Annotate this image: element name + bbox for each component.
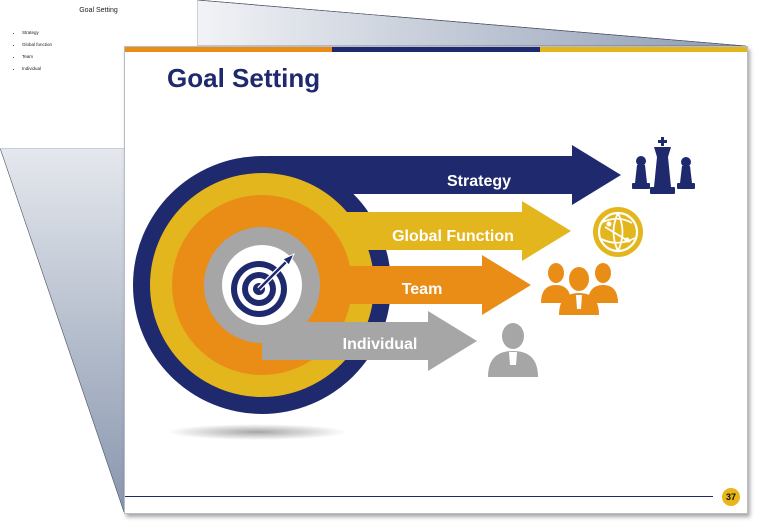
circle-shadow	[167, 424, 347, 440]
arrow-label-individual: Individual	[343, 336, 418, 353]
slide-title: Goal Setting	[167, 63, 321, 93]
chess-pieces-icon	[632, 137, 695, 194]
thumbnail-bullet: Team	[22, 54, 52, 59]
globe-icon	[593, 207, 643, 257]
team-icon	[541, 263, 618, 315]
stripe-navy	[332, 47, 540, 52]
thumbnail-bullet: Strategy	[22, 30, 52, 35]
goal-setting-graphic: Strategy Global Function Team Individual	[133, 137, 695, 440]
page-number-badge: 37	[722, 488, 740, 506]
footer-line	[125, 496, 713, 497]
thumbnail-bullet: Global function	[22, 42, 52, 47]
arrow-strategy	[267, 145, 621, 205]
thumbnail-bullet: Individual	[22, 66, 52, 71]
target-icon	[231, 252, 296, 317]
main-slide: Goal Setting	[124, 46, 748, 514]
individual-icon	[488, 323, 538, 377]
arrow-label-strategy: Strategy	[447, 173, 511, 190]
header-stripes	[125, 47, 747, 52]
arrow-individual	[262, 311, 477, 371]
arrow-label-global-function: Global Function	[392, 228, 514, 245]
arrow-team	[262, 255, 531, 315]
thumbnail-bullet-list: Strategy Global function Team Individual	[10, 30, 52, 78]
stripe-gold	[539, 47, 747, 52]
arrow-label-team: Team	[402, 281, 443, 298]
thumbnail-title: Goal Setting	[79, 7, 118, 14]
stripe-orange	[125, 47, 333, 52]
